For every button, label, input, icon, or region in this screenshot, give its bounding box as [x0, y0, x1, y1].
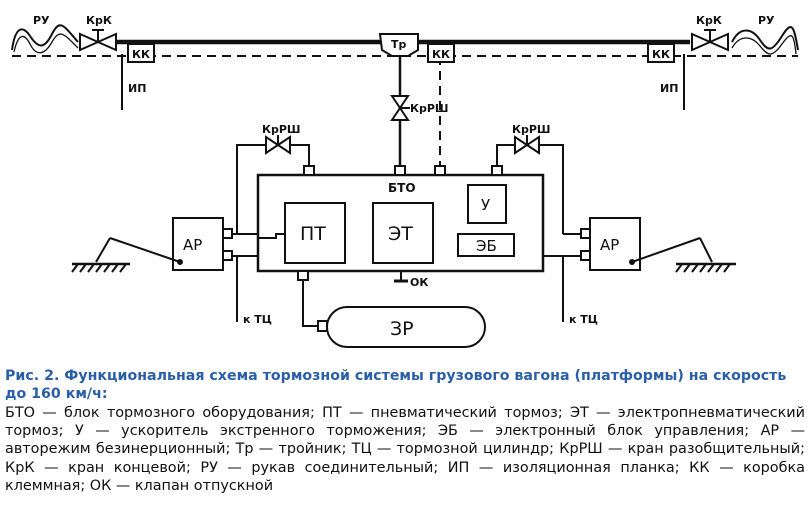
- ar-left-port-1: [222, 228, 233, 239]
- ar-right-pivot: [629, 259, 635, 265]
- label-ktc-left: к ТЦ: [243, 313, 272, 326]
- reservoir-port: [317, 320, 328, 332]
- label-ip-left: ИП: [128, 82, 146, 95]
- terminal-box-center: [427, 43, 455, 63]
- label-u: У: [481, 196, 490, 214]
- hose-right-inner: [731, 35, 797, 55]
- ar-block-left: [172, 217, 224, 271]
- label-krk-left: КрК: [86, 14, 112, 27]
- ar-left-port-2: [222, 250, 233, 261]
- terminal-box-right: [647, 43, 675, 63]
- ar-block-right: [589, 217, 641, 271]
- bto-port-2: [394, 165, 406, 176]
- label-kk-center: КК: [432, 48, 450, 61]
- ar-right-rod: [699, 237, 713, 263]
- label-kk-left: КК: [132, 48, 150, 61]
- figure-caption: Рис. 2. Функциональная схема тормозной с…: [5, 367, 805, 495]
- label-krk-right: КрК: [696, 14, 722, 27]
- spare-reservoir: [326, 306, 486, 348]
- label-tr: Тр: [391, 38, 407, 51]
- caption-legend: БТО — блок тормозного оборудования; ПТ —…: [5, 405, 805, 494]
- label-krsh-center: КрРШ: [410, 102, 449, 115]
- bto-port-1: [303, 165, 315, 176]
- label-ip-right: ИП: [660, 82, 678, 95]
- ar-right-port-2: [580, 250, 591, 261]
- release-valve: [394, 271, 408, 283]
- end-valve-right: [691, 29, 729, 52]
- hose-left: [11, 24, 79, 51]
- label-ru-right: РУ: [758, 14, 775, 27]
- ar-right-lever: [631, 237, 701, 263]
- ar-left-rod: [95, 237, 111, 263]
- label-krsh-left: КрРШ: [262, 123, 301, 136]
- end-valve-left: [79, 29, 117, 52]
- terminal-box-left: [127, 43, 155, 63]
- ground-right: [675, 262, 736, 273]
- brake-system-diagram: РУ КрК КК ИП КрК РУ КК ИП КК Тр КрРШ КрР…: [11, 14, 799, 348]
- ar-left-lever: [109, 237, 181, 263]
- label-ar-right: АР: [600, 236, 619, 254]
- label-ru-left: РУ: [33, 14, 50, 27]
- label-zr: ЗР: [390, 318, 414, 340]
- label-bto: БТО: [388, 181, 416, 195]
- ar-right-port-1: [580, 228, 591, 239]
- bto-port-bottom: [297, 270, 309, 281]
- hose-right: [731, 26, 799, 51]
- pt-bracket: [258, 233, 285, 239]
- label-ar-left: АР: [183, 236, 202, 254]
- isolating-valve-center: [390, 95, 410, 121]
- et-block: [372, 202, 434, 264]
- label-eb: ЭБ: [476, 237, 497, 255]
- eb-block: [457, 233, 515, 257]
- ground-left: [71, 262, 130, 273]
- u-block: [467, 184, 507, 224]
- label-et: ЭТ: [388, 223, 413, 245]
- pipe-to-reservoir: [302, 280, 318, 327]
- isolating-valve-right: [514, 135, 540, 155]
- bto-port-3: [434, 165, 446, 176]
- label-ok: ОК: [410, 276, 428, 289]
- label-kk-right: КК: [652, 48, 670, 61]
- isolating-valve-left: [265, 135, 291, 155]
- label-pt: ПТ: [300, 223, 326, 245]
- tee-fitting: [378, 33, 419, 57]
- label-krsh-right: КрРШ: [512, 123, 551, 136]
- caption-title: Рис. 2. Функциональная схема тормозной с…: [5, 368, 787, 402]
- ar-left-pivot: [177, 259, 183, 265]
- bto-port-4: [491, 165, 503, 176]
- label-ktc-right: к ТЦ: [569, 313, 598, 326]
- hose-left-inner: [13, 33, 79, 54]
